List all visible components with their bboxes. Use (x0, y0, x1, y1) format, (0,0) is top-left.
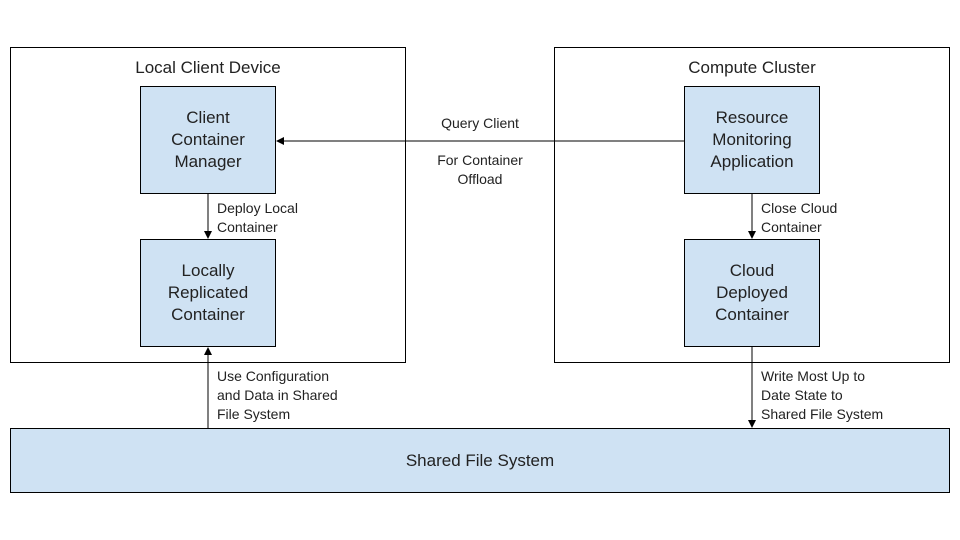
local-client-device-title: Local Client Device (135, 58, 281, 77)
for-container-offload-label: For Container Offload (437, 152, 523, 187)
cloud-deployed-container-node: Cloud Deployed Container (684, 239, 820, 347)
close-cloud-container-label: Close Cloud Container (761, 200, 838, 235)
write-state-label: Write Most Up to Date State to Shared Fi… (761, 368, 884, 422)
resource-monitoring-application-node: Resource Monitoring Application (684, 86, 820, 194)
locally-replicated-container-node: Locally Replicated Container (140, 239, 276, 347)
compute-cluster-title: Compute Cluster (688, 58, 816, 77)
use-configuration-label: Use Configuration and Data in Shared Fil… (217, 368, 338, 422)
shared-file-system-node: Shared File System (10, 428, 950, 493)
deploy-local-container-label: Deploy Local Container (217, 200, 298, 235)
client-container-manager-node: Client Container Manager (140, 86, 276, 194)
query-client-label: Query Client (441, 115, 519, 131)
